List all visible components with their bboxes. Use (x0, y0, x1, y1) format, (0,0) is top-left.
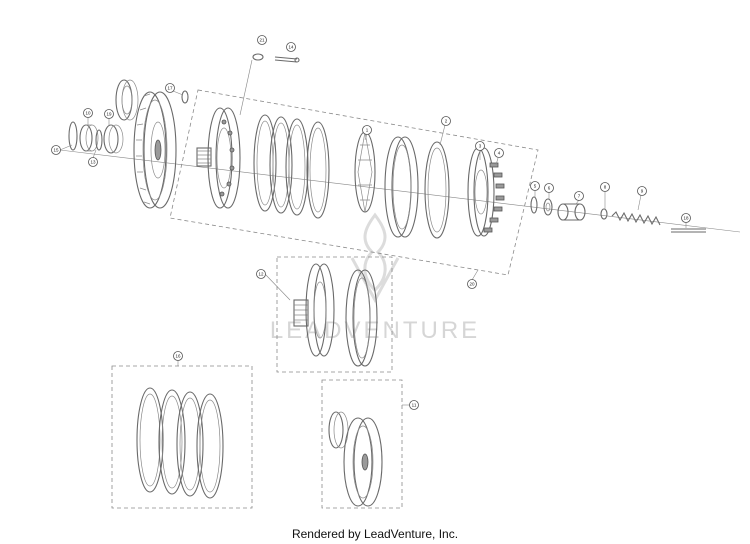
svg-text:17: 17 (167, 86, 173, 91)
callout-17[interactable]: 17 (165, 83, 175, 93)
part-pressure-plate-3 (467, 147, 505, 237)
part-pushrod-18 (671, 228, 706, 233)
svg-text:3: 3 (479, 144, 482, 149)
callout-8[interactable]: 8 (600, 182, 610, 192)
callout-16[interactable]: 16 (173, 351, 183, 361)
sub-assembly-frame-12 (276, 256, 393, 373)
sub-assembly-frame-11 (321, 379, 403, 509)
svg-text:18: 18 (683, 216, 689, 221)
callout-1[interactable]: 1 (362, 125, 372, 135)
part-hub-assembly-12 (293, 263, 378, 367)
callout-3[interactable]: 3 (475, 141, 485, 151)
watermark: LEADVENTURE (270, 212, 480, 344)
callout-4[interactable]: 4 (494, 148, 504, 158)
callout-10[interactable]: 10 (83, 108, 93, 118)
part-washer-17 (181, 90, 189, 104)
svg-text:20: 20 (469, 282, 475, 287)
callout-14[interactable]: 14 (286, 42, 296, 52)
svg-text:21: 21 (259, 38, 265, 43)
svg-text:14: 14 (288, 45, 294, 50)
svg-text:16: 16 (175, 354, 181, 359)
part-primary-gear (115, 79, 139, 121)
callout-11[interactable]: 11 (409, 400, 419, 410)
svg-text:12: 12 (258, 272, 264, 277)
svg-text:1: 1 (366, 128, 369, 133)
part-diaphragm-spring-1 (354, 131, 376, 213)
part-washer-21 (252, 53, 264, 61)
part-washer-13 (95, 129, 103, 151)
callout-12[interactable]: 12 (256, 269, 266, 279)
part-pressure-ring (384, 136, 419, 238)
part-clutch-kit-16 (136, 387, 224, 499)
callout-9[interactable]: 9 (637, 186, 647, 196)
part-clutch-basket-gear (133, 91, 177, 209)
svg-text:15: 15 (53, 148, 59, 153)
svg-text:13: 13 (90, 160, 96, 165)
svg-text:2: 2 (445, 119, 448, 124)
leader-21 (239, 59, 253, 116)
part-washer-5 (530, 196, 538, 214)
footer-rendered-by: Rendered by LeadVenture, Inc. (291, 527, 459, 541)
part-clutch-hub (196, 107, 241, 209)
svg-text:6: 6 (548, 186, 551, 191)
svg-text:10: 10 (85, 111, 91, 116)
part-needle-bearing-10 (79, 124, 99, 152)
part-plate-2 (424, 141, 450, 239)
part-bushing-7 (557, 203, 586, 221)
callout-19[interactable]: 19 (104, 109, 114, 119)
part-spring-9 (611, 211, 661, 226)
svg-text:5: 5 (534, 184, 537, 189)
svg-text:4: 4 (498, 151, 501, 156)
kit-frame-16 (111, 365, 253, 509)
part-nut-6 (543, 198, 553, 216)
watermark-logo-icon (350, 212, 400, 304)
part-clutch-plates-stack (253, 114, 330, 219)
part-snap-ring-15 (68, 121, 78, 151)
leader-lines (59, 88, 687, 406)
callout-7[interactable]: 7 (574, 191, 584, 201)
callout-20[interactable]: 20 (467, 279, 477, 289)
callout-18[interactable]: 18 (681, 213, 691, 223)
callout-13[interactable]: 13 (88, 157, 98, 167)
callout-6[interactable]: 6 (544, 183, 554, 193)
callout-21[interactable]: 21 (257, 35, 267, 45)
watermark-text: LEADVENTURE (270, 317, 480, 344)
part-basket-assembly-11 (328, 411, 383, 507)
svg-text:19: 19 (106, 112, 112, 117)
main-assembly-frame (169, 89, 539, 276)
callout-15[interactable]: 15 (51, 145, 61, 155)
svg-text:8: 8 (604, 185, 607, 190)
svg-text:9: 9 (641, 189, 644, 194)
callout-5[interactable]: 5 (530, 181, 540, 191)
callout-2[interactable]: 2 (441, 116, 451, 126)
part-pin-14 (274, 56, 300, 63)
part-ring-8 (600, 208, 608, 220)
part-bearing-19 (103, 124, 124, 154)
svg-text:11: 11 (412, 403, 417, 408)
svg-text:7: 7 (578, 194, 581, 199)
